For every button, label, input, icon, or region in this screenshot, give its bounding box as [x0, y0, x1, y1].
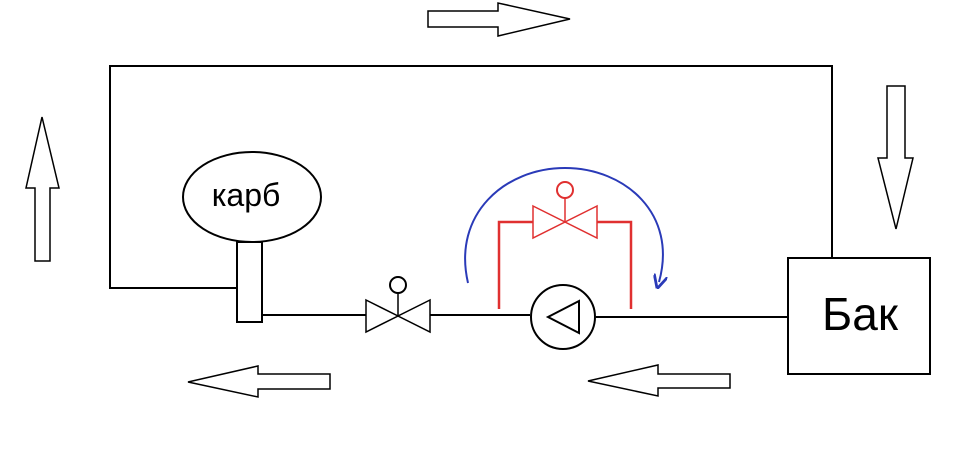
flow-arrow-left-icon	[187, 365, 331, 398]
circulation-arc-arrow	[464, 166, 663, 283]
return-line	[109, 65, 833, 289]
flow-arrow-up-icon	[25, 116, 60, 262]
bypass-loop	[497, 181, 633, 309]
pump-icon	[530, 284, 596, 350]
gate-valve-icon	[365, 276, 431, 334]
flow-arrow-right-icon	[427, 2, 571, 37]
tank-label: Бак	[822, 288, 899, 340]
flow-arrow-down-icon	[877, 85, 914, 230]
carb-label: карб	[212, 177, 281, 213]
bypass-valve-icon	[532, 181, 598, 240]
carb-inlet-pipe	[236, 241, 263, 323]
carburetor: карб	[182, 151, 322, 323]
tank: Бак	[787, 257, 931, 375]
flow-arrow-left-icon	[587, 364, 731, 397]
tank-body	[787, 257, 931, 375]
